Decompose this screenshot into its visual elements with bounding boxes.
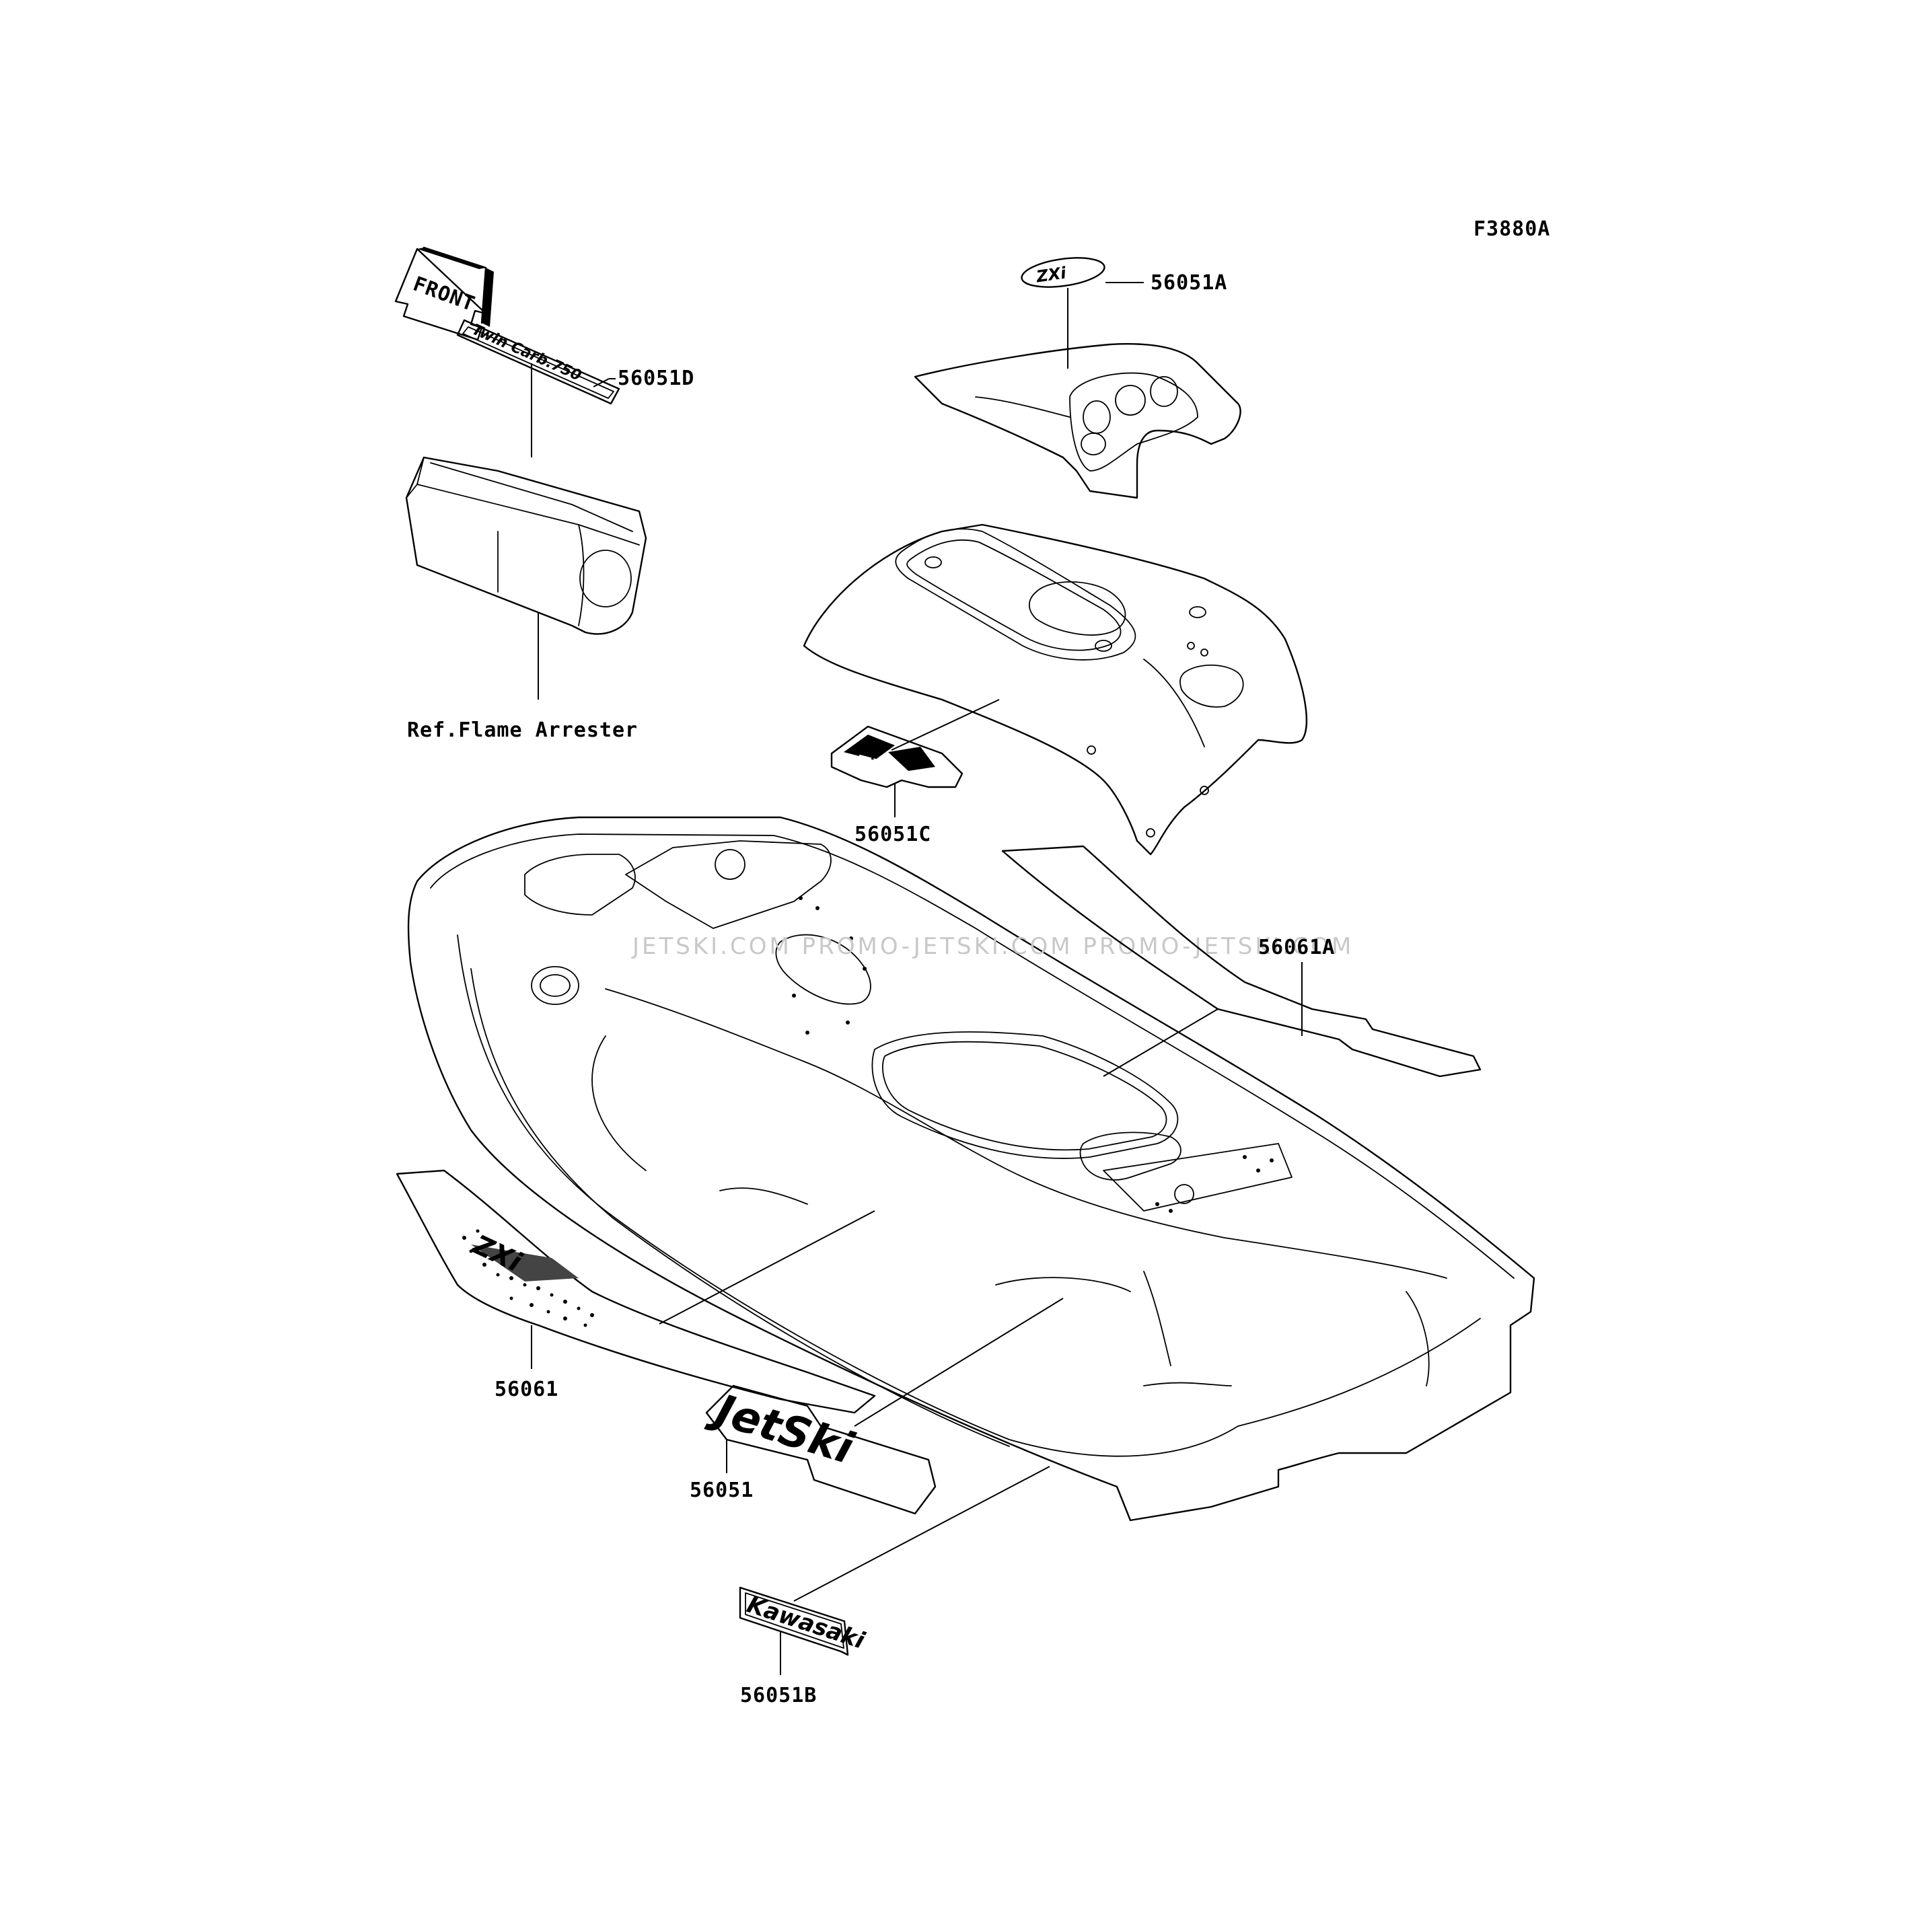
flame-arrester (405, 456, 647, 635)
part-label-56051A: 56051A (1151, 271, 1227, 295)
part-label-56051B: 56051B (740, 1684, 817, 1707)
dash-badge-decal: ZXi (1021, 257, 1105, 288)
part-label-56061A: 56061A (1258, 936, 1335, 959)
leader-56051B-to-hull (793, 1466, 1050, 1602)
leader-56051C (891, 699, 1000, 751)
front-hood (803, 523, 1308, 856)
front-arrow-label: FRONT (410, 272, 478, 316)
speckle-pattern (462, 1229, 594, 1327)
leader-56061A-to-hull (1103, 1008, 1218, 1077)
hull (407, 816, 1535, 1522)
leader-56051D (593, 378, 610, 387)
part-label-56061: 56061 (495, 1378, 558, 1401)
handlebar-cover (914, 343, 1241, 499)
dash-badge-text: ZXi (1035, 263, 1068, 286)
zxi-top-decal: ZXi (830, 725, 963, 788)
side-stripe-decal-left: ZXi (396, 1169, 876, 1414)
part-label-56051: 56051 (690, 1479, 754, 1502)
part-label-56051C: 56051C (854, 823, 931, 846)
part-label-56051D: 56051D (618, 367, 694, 390)
side-stripe-decal-right (1001, 845, 1482, 1078)
leader-56051-to-hull (854, 1298, 1064, 1427)
kawasaki-text: Kawasaki (743, 1592, 869, 1655)
watermark-text: JETSKI.COM PROMO-JETSKI.COM PROMO-JETSKI… (631, 933, 1354, 960)
kawasaki-decal: Kawasaki (739, 1586, 869, 1656)
twin-carb-decal: Twin Carb.750 (456, 319, 620, 405)
ref-flame-arrester-label: Ref.Flame Arrester (407, 718, 638, 742)
twin-carb-text: Twin Carb.750 (470, 322, 584, 385)
figure-code: F3880A (1473, 217, 1550, 241)
leader-56061-to-hull (659, 1210, 875, 1325)
